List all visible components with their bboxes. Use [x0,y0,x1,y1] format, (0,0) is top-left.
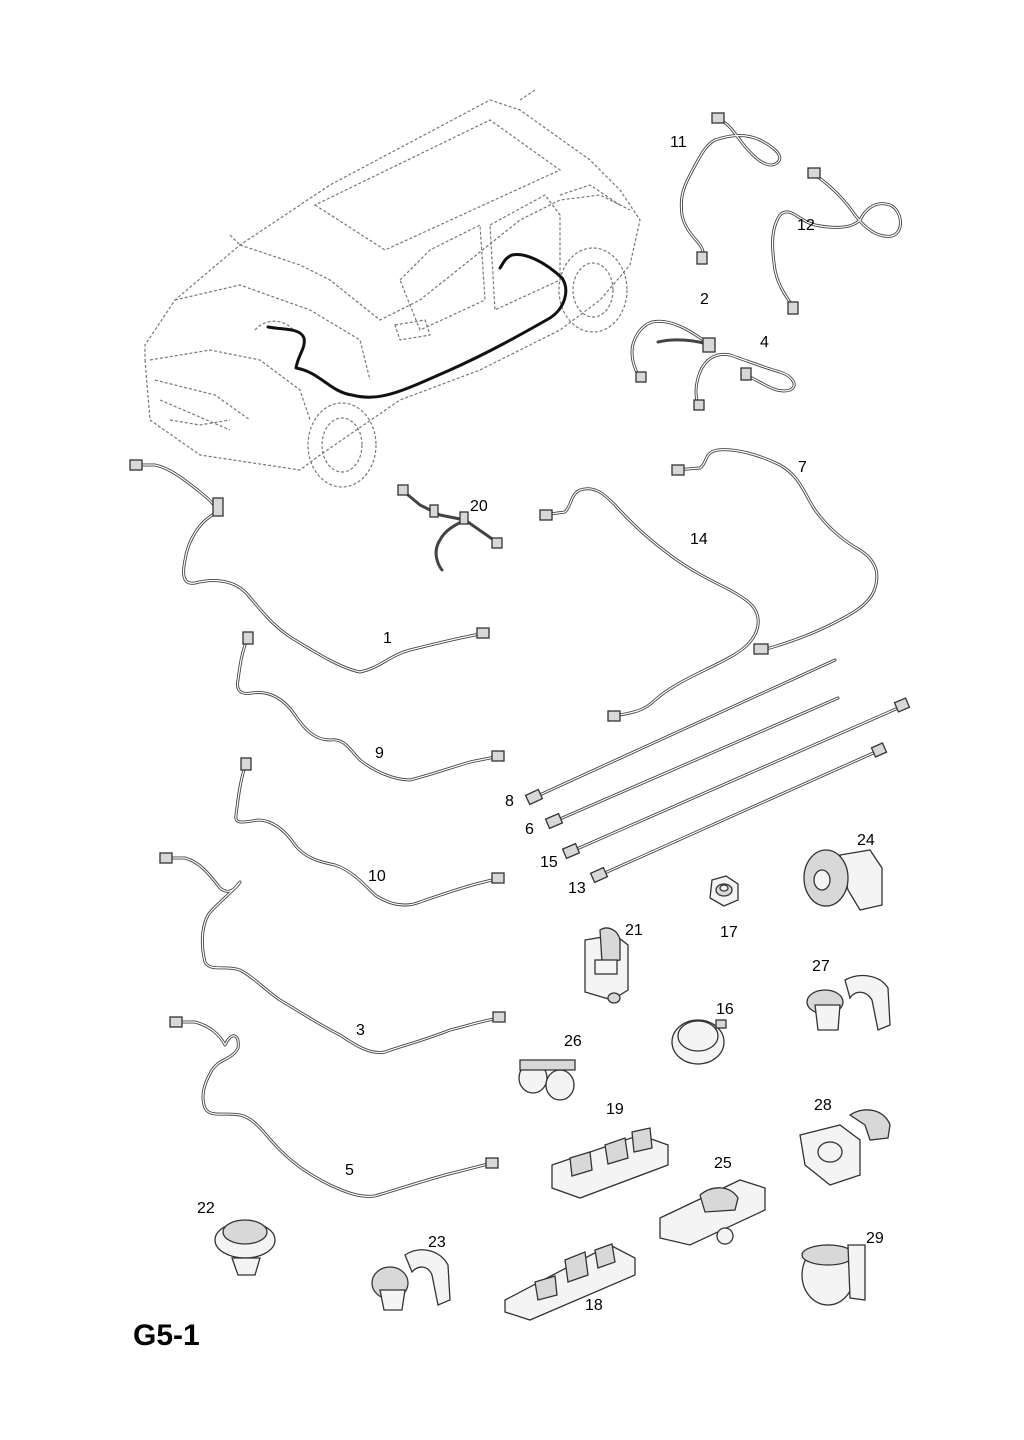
label-14: 14 [690,531,708,548]
fuel-pipe-14 [539,487,760,722]
label-17: 17 [720,924,738,941]
clip-22 [214,1219,276,1276]
clip-27 [806,974,891,1031]
fuel-pipe-12 [771,167,902,315]
label-5: 5 [345,1162,354,1179]
part-labels: 11 12 2 4 7 20 14 1 9 8 6 24 15 10 13 17… [197,134,884,1314]
vehicle-outline [144,89,641,488]
fuel-pipe-6 [544,696,840,830]
label-2: 2 [700,291,709,308]
label-12: 12 [797,217,815,234]
label-22: 22 [197,1200,215,1217]
fuel-pipe-11 [679,112,782,265]
label-1: 1 [383,630,392,647]
label-28: 28 [814,1097,832,1114]
fuel-pipe-10 [234,757,505,907]
diagram-reference: G5-1 [133,1319,200,1352]
label-25: 25 [714,1155,732,1172]
label-3: 3 [356,1022,365,1039]
fuel-pipe-3 [159,852,506,1055]
label-13: 13 [568,880,586,897]
clip-25 [659,1179,766,1246]
clip-19 [551,1127,669,1199]
label-20: 20 [470,498,488,515]
label-9: 9 [375,745,384,762]
label-24: 24 [857,832,875,849]
label-6: 6 [525,821,534,838]
clip-29 [801,1244,866,1306]
label-16: 16 [716,1001,734,1018]
fuel-pipe-4 [693,352,796,411]
fuel-pipe-7 [671,448,879,655]
label-26: 26 [564,1033,582,1050]
clamp-16 [671,1019,727,1065]
clip-24 [803,849,883,911]
label-23: 23 [428,1234,446,1251]
fuel-pipe-8 [524,658,837,806]
fuel-pipe-1 [129,459,490,674]
clip-18 [504,1243,636,1321]
label-10: 10 [368,868,386,885]
clip-21 [584,927,629,1004]
label-4: 4 [760,334,769,351]
fuel-line-on-vehicle [266,252,568,399]
fuel-pipe-5 [169,1016,499,1198]
clip-26 [518,1059,576,1101]
nut-17 [709,875,739,907]
label-21: 21 [625,922,643,939]
fuel-pipe-13 [589,742,888,884]
fuel-pipe-15 [561,697,911,860]
clip-28 [799,1109,891,1186]
label-15: 15 [540,854,558,871]
label-19: 19 [606,1101,624,1118]
label-29: 29 [866,1230,884,1247]
label-7: 7 [798,459,807,476]
clip-23 [371,1249,451,1311]
fuel-pipe-20 [397,484,503,572]
fuel-pipe-9 [236,631,505,782]
label-27: 27 [812,958,830,975]
fuel-pipe-2 [630,319,716,383]
label-11: 11 [670,134,687,151]
label-8: 8 [505,793,514,810]
label-18: 18 [585,1297,603,1314]
